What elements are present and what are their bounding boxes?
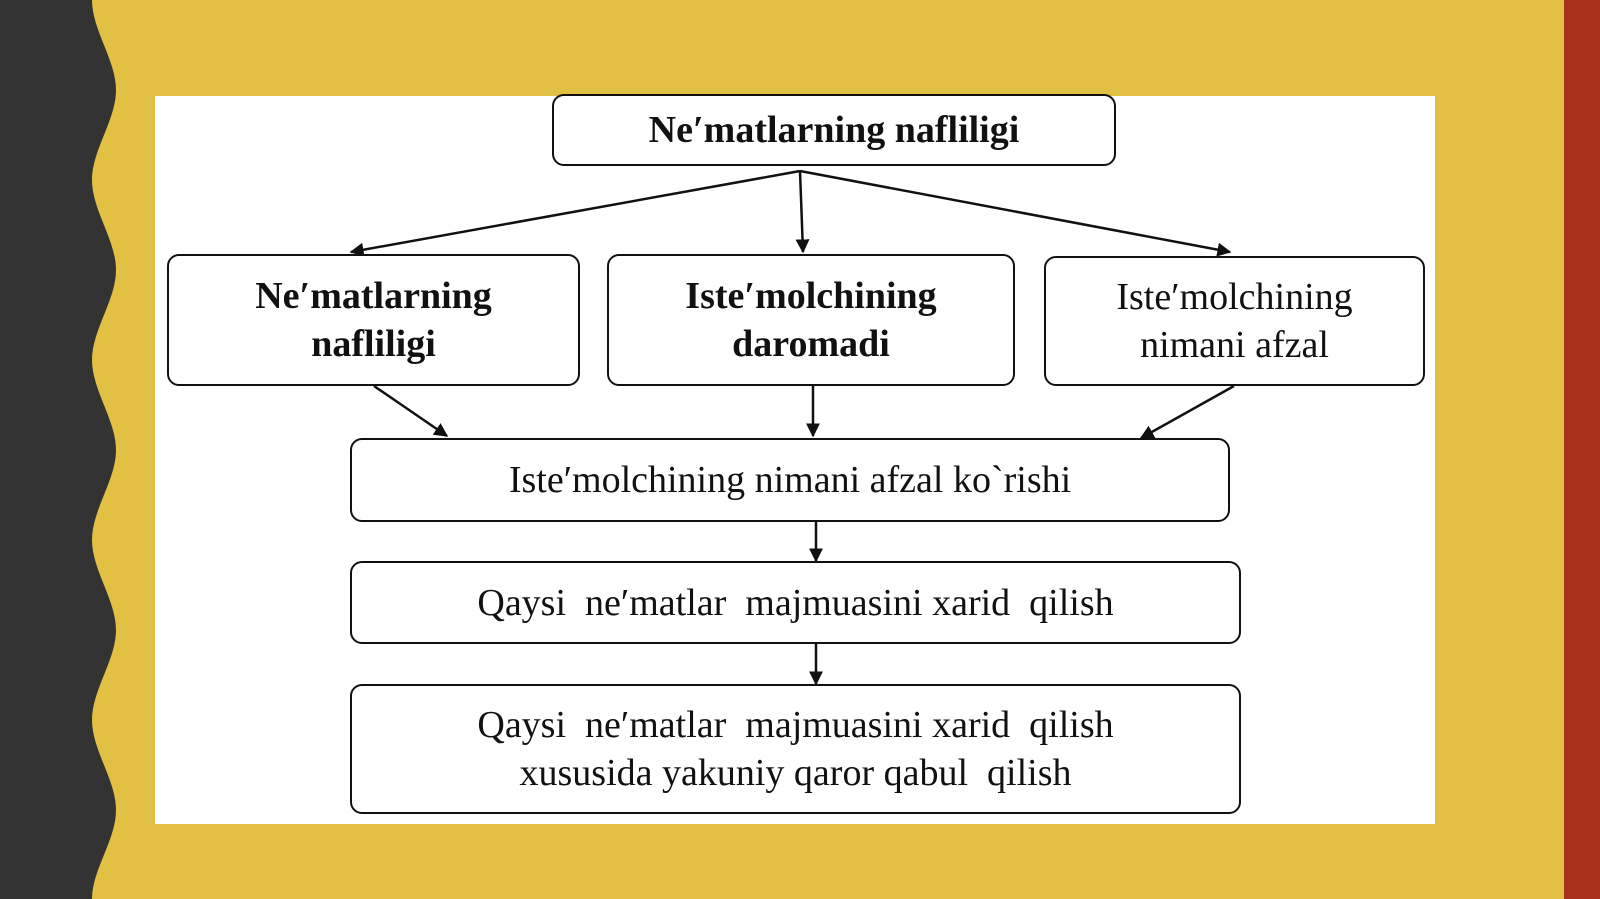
left-wavy-strip (0, 0, 116, 899)
step-node-1: Iste′molchining nimani afzal ko`rishi (350, 438, 1230, 522)
factor-node-1: Ne′matlarning nafliligi (167, 254, 580, 386)
step-node-3-line-2: xususida yakuniy qaror qabul qilish (519, 752, 1072, 794)
diagram-panel: Ne′matlarning nafliligi Ne′matlarning na… (155, 94, 1435, 824)
right-accent-bar (1564, 0, 1600, 899)
step-node-3-line-1: Qaysi ne′matlar majmuasini xarid qilish (477, 704, 1114, 746)
arrow-factor-1-to-step-1 (373, 384, 449, 438)
top-node-label: Ne′matlarning nafliligi (648, 109, 1020, 151)
arrow-top-to-factor-2 (795, 170, 810, 254)
step-node-2: Qaysi ne′matlar majmuasini xarid qilish (350, 561, 1241, 644)
top-node: Ne′matlarning nafliligi (552, 94, 1116, 166)
factor-node-3-line-1: Iste′molchining (1116, 276, 1353, 318)
factor-node-3: Iste′molchining nimani afzal (1044, 256, 1425, 386)
factor-node-1-line-2: nafliligi (311, 323, 436, 365)
factor-node-2-line-1: Iste′molchining (685, 275, 937, 317)
step-node-2-label: Qaysi ne′matlar majmuasini xarid qilish (477, 581, 1114, 624)
arrow-top-to-factor-3 (799, 169, 1232, 257)
arrow-top-to-factor-1 (349, 169, 801, 257)
factor-node-3-line-2: nimani afzal (1140, 324, 1329, 366)
connector-arrows (349, 169, 1235, 686)
factor-node-1-line-1: Ne′matlarning (255, 275, 492, 317)
factor-node-2-line-2: daromadi (732, 323, 890, 365)
step-node-1-label: Iste′molchining nimani afzal ko`rishi (508, 459, 1072, 501)
factor-node-2: Iste′molchining daromadi (607, 254, 1015, 386)
step-node-3: Qaysi ne′matlar majmuasini xarid qilish … (350, 684, 1241, 814)
arrow-factor-3-to-step-1 (1139, 384, 1235, 440)
